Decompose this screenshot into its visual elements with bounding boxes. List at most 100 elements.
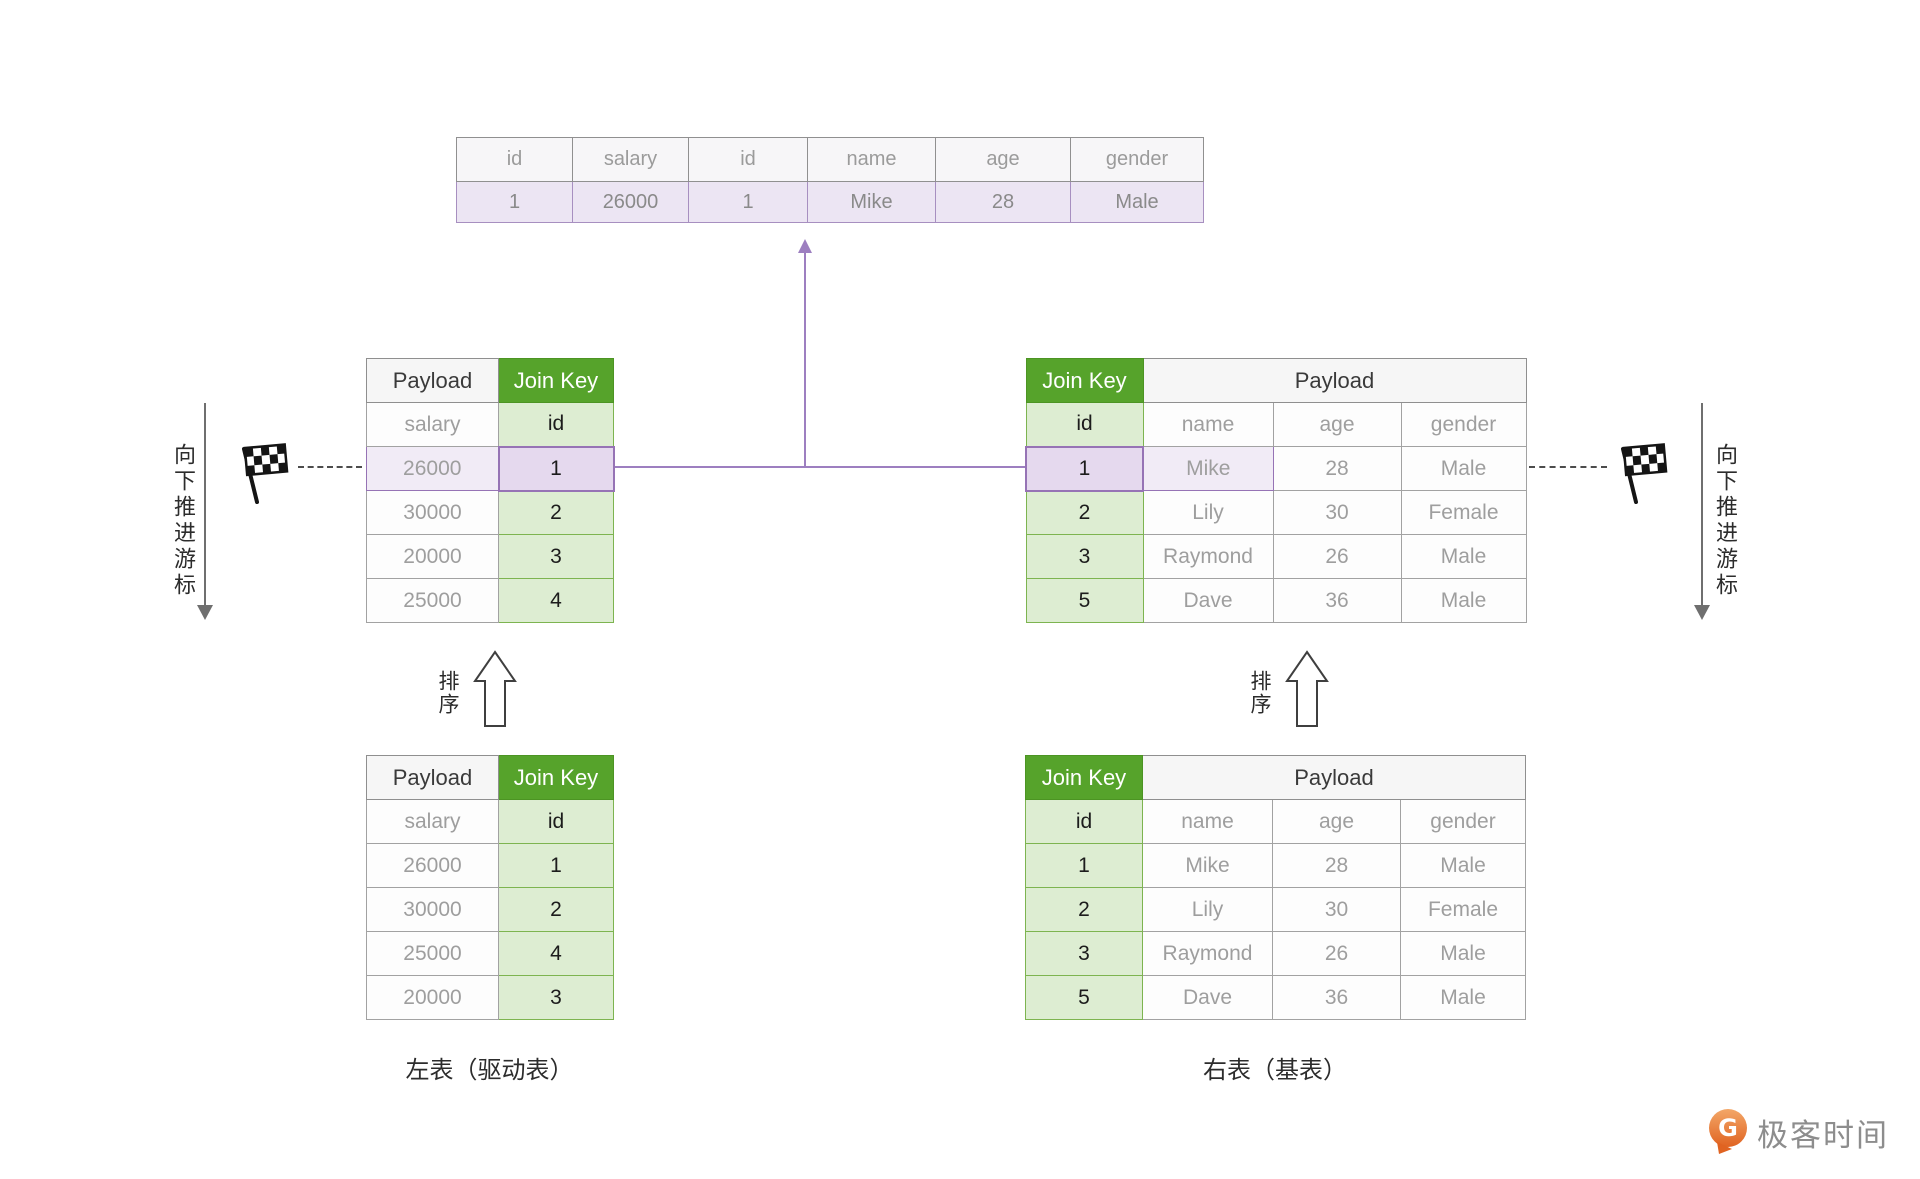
result-header-cell: age: [935, 137, 1071, 182]
join-key-header-cell: Join Key: [498, 358, 614, 403]
key-cell: 1: [1025, 843, 1143, 888]
right-sorted-table: Join Key Payload id name age gender 1 Mi…: [1025, 358, 1527, 623]
payload-cell: 25000: [366, 578, 499, 623]
result-cell: Mike: [807, 181, 936, 223]
payload-cell: 26: [1272, 534, 1402, 579]
table-row: 20000 3: [366, 534, 614, 579]
table-row: 5 Dave 36 Male: [1025, 975, 1526, 1020]
geektime-logo-icon: G: [1709, 1109, 1747, 1154]
column-name-row: id name age gender: [1025, 799, 1526, 844]
join-connector-horizontal: [613, 466, 1025, 468]
sort-up-arrow-icon: [1285, 650, 1329, 727]
payload-cell: Raymond: [1142, 534, 1274, 579]
payload-cell: Lily: [1142, 887, 1273, 932]
payload-cell: 30: [1272, 490, 1402, 535]
payload-col-cell: salary: [366, 402, 499, 447]
result-arrow-head: [798, 239, 812, 253]
payload-col-cell: gender: [1400, 799, 1526, 844]
payload-cell: 28: [1272, 446, 1402, 491]
joined-result-table: id salary id name age gender 1 26000 1 M…: [456, 137, 1204, 223]
column-name-row: salary id: [366, 402, 614, 447]
payload-cell: 30000: [366, 490, 499, 535]
payload-cell: Dave: [1142, 975, 1273, 1020]
payload-cell: 36: [1272, 975, 1401, 1020]
table-row-highlighted: 26000 1: [366, 445, 615, 492]
cursor-arrow-head-right: [1694, 605, 1710, 620]
key-cell: 3: [1025, 931, 1143, 976]
join-connector-vertical: [804, 251, 806, 468]
result-cell: 28: [935, 181, 1071, 223]
payload-col-cell: name: [1142, 402, 1274, 447]
flag-pointer-dash-right: [1529, 466, 1607, 468]
payload-cell: Raymond: [1142, 931, 1273, 976]
payload-cell: Male: [1400, 843, 1526, 888]
result-data-row: 1 26000 1 Mike 28 Male: [456, 181, 1204, 223]
result-header-cell: id: [688, 137, 808, 182]
result-header-row: id salary id name age gender: [456, 137, 1204, 182]
payload-cell: 26000: [366, 446, 499, 491]
key-cell: 2: [498, 887, 614, 932]
payload-cell: Mike: [1142, 843, 1273, 888]
right-original-table: Join Key Payload id name age gender 1 Mi…: [1025, 755, 1526, 1020]
right-table-caption: 右表（基表）: [1203, 1057, 1347, 1084]
table-row: 2 Lily 30 Female: [1025, 887, 1526, 932]
geektime-logo-text: 极客时间: [1757, 1117, 1889, 1153]
table-row: 26000 1: [366, 843, 614, 888]
payload-cell: 20000: [366, 975, 499, 1020]
key-cell: 1: [1025, 445, 1144, 492]
table-row: 25000 4: [366, 578, 614, 623]
key-col-cell: id: [1025, 799, 1143, 844]
payload-cell: Lily: [1142, 490, 1274, 535]
payload-cell: Mike: [1142, 446, 1274, 491]
geektime-logo: G 极客时间: [1708, 1108, 1889, 1156]
key-col-cell: id: [498, 799, 614, 844]
table-row: 25000 4: [366, 931, 614, 976]
left-table-caption: 左表（驱动表）: [405, 1057, 574, 1084]
checkered-flag-icon: [242, 443, 289, 504]
key-cell: 2: [1025, 490, 1144, 535]
payload-cell: Male: [1400, 578, 1527, 623]
result-header-cell: name: [807, 137, 936, 182]
result-cell: 1: [688, 181, 808, 223]
key-cell: 3: [498, 534, 614, 579]
svg-text:G: G: [1718, 1114, 1738, 1142]
payload-col-cell: name: [1142, 799, 1273, 844]
key-col-cell: id: [498, 402, 614, 447]
payload-cell: 20000: [366, 534, 499, 579]
sort-up-arrow-icon: [473, 650, 517, 727]
table-header-row: Payload Join Key: [366, 358, 614, 403]
key-cell: 3: [498, 975, 614, 1020]
payload-col-cell: age: [1272, 799, 1401, 844]
key-col-cell: id: [1025, 402, 1144, 447]
payload-cell: Female: [1400, 887, 1526, 932]
cursor-label-left: 向下推进游标: [171, 443, 196, 599]
result-header-cell: id: [456, 137, 573, 182]
payload-cell: Female: [1400, 490, 1527, 535]
key-cell: 4: [498, 931, 614, 976]
sort-label-right: 排序: [1248, 670, 1271, 716]
key-cell: 5: [1025, 578, 1144, 623]
column-name-row: salary id: [366, 799, 614, 844]
table-row: 30000 2: [366, 490, 614, 535]
result-cell: 26000: [572, 181, 689, 223]
table-row: 3 Raymond 26 Male: [1025, 534, 1527, 579]
table-row: 2 Lily 30 Female: [1025, 490, 1527, 535]
payload-cell: 26: [1272, 931, 1401, 976]
left-sorted-table: Payload Join Key salary id 26000 1 30000…: [366, 358, 615, 623]
cursor-arrow-line-left: [204, 403, 206, 606]
cursor-arrow-head-left: [197, 605, 213, 620]
table-row: 3 Raymond 26 Male: [1025, 931, 1526, 976]
result-cell: 1: [456, 181, 573, 223]
table-header-row: Payload Join Key: [366, 755, 614, 800]
table-row: 1 Mike 28 Male: [1025, 843, 1526, 888]
key-cell: 1: [498, 843, 614, 888]
key-cell: 4: [498, 578, 614, 623]
key-cell: 5: [1025, 975, 1143, 1020]
payload-col-cell: gender: [1400, 402, 1527, 447]
sort-label-left: 排序: [436, 670, 459, 716]
payload-cell: Male: [1400, 446, 1527, 491]
join-key-header-cell: Join Key: [1025, 755, 1143, 800]
table-row-highlighted: 1 Mike 28 Male: [1025, 445, 1527, 492]
cursor-arrow-line-right: [1701, 403, 1703, 606]
